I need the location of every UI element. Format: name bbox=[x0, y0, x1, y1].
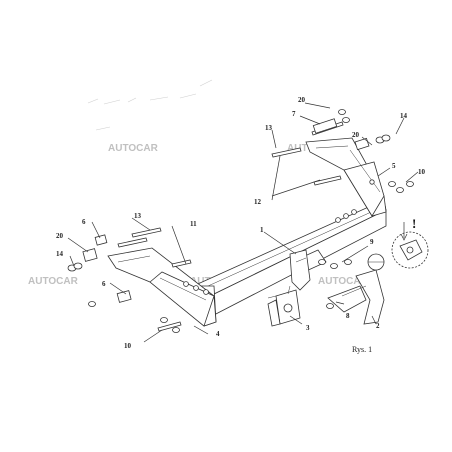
warning-mark: ! bbox=[412, 216, 416, 231]
leader-lines bbox=[67, 102, 419, 343]
part-label-5: 5 bbox=[392, 162, 396, 170]
part-label-14: 14 bbox=[400, 112, 408, 120]
part-label-12: 12 bbox=[254, 198, 262, 206]
part-label-1: 1 bbox=[260, 226, 264, 234]
part-label-6: 6 bbox=[102, 280, 106, 288]
detail-callout: ! bbox=[391, 216, 429, 269]
part-label-7: 7 bbox=[292, 110, 296, 118]
part-label-10: 10 bbox=[124, 342, 132, 350]
figure-caption: Rys. 1 bbox=[352, 345, 372, 354]
faint-background-marks bbox=[87, 79, 213, 131]
right-fasteners bbox=[271, 109, 414, 309]
watermark: AUTOCAR bbox=[28, 276, 79, 287]
part-labels: 20 7 13 20 14 5 10 12 1 9 2 8 3 13 11 6 … bbox=[56, 96, 426, 350]
part-label-20: 20 bbox=[298, 96, 306, 104]
watermark: AUTOCAR bbox=[108, 143, 159, 154]
part-label-20: 20 bbox=[56, 232, 64, 240]
part-label-2: 2 bbox=[376, 322, 380, 330]
part-label-6: 6 bbox=[82, 218, 86, 226]
part-label-10: 10 bbox=[418, 168, 426, 176]
left-fasteners bbox=[67, 227, 192, 333]
part-label-13: 13 bbox=[134, 212, 142, 220]
part-label-13: 13 bbox=[265, 124, 273, 132]
socket-plate bbox=[267, 285, 301, 327]
watermark: AUTOCAR bbox=[318, 276, 369, 287]
left-bracket bbox=[107, 247, 217, 327]
part-label-14: 14 bbox=[56, 250, 64, 258]
part-label-20: 20 bbox=[352, 131, 360, 139]
part-label-11: 11 bbox=[190, 220, 197, 228]
hitch-bracket bbox=[289, 249, 311, 291]
right-bracket bbox=[305, 137, 387, 223]
part-label-9: 9 bbox=[370, 238, 374, 246]
part-label-4: 4 bbox=[216, 330, 220, 338]
part-label-8: 8 bbox=[346, 312, 350, 320]
part-label-3: 3 bbox=[306, 324, 310, 332]
ball-mount bbox=[295, 249, 385, 325]
